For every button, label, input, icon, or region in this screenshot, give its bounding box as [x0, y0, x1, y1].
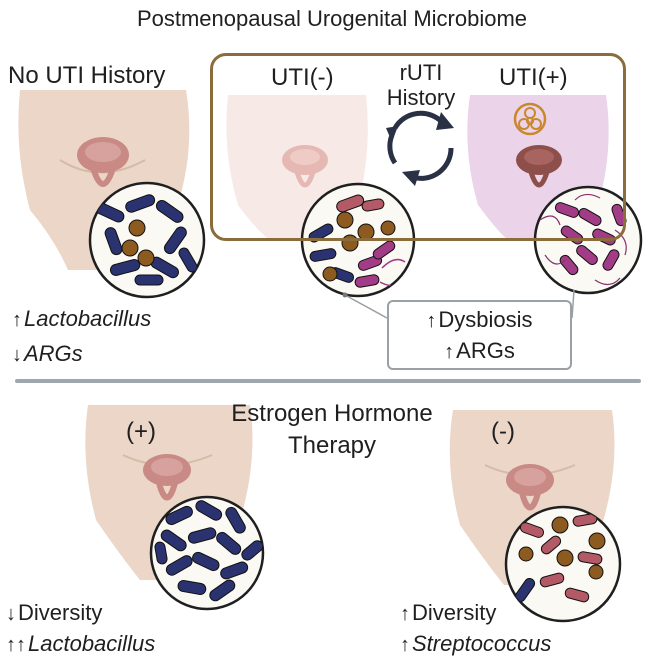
- callout-connector-left: [344, 294, 388, 319]
- label-text: Streptococcus: [412, 631, 552, 656]
- label-text: Lactobacillus: [24, 306, 152, 331]
- arrow-down-icon: ↓: [6, 603, 16, 625]
- label-estrogen-line1: Estrogen Hormone: [231, 400, 433, 427]
- label-text: Lactobacillus: [28, 631, 156, 656]
- arrow-up-icon: ↑: [426, 310, 437, 332]
- section-divider: [15, 379, 641, 383]
- dysbiosis-callout: [387, 300, 572, 370]
- label-args-down: ↓ARGs: [12, 341, 83, 366]
- callout-connector-right: [571, 289, 575, 319]
- arrow-up-icon: ↑: [444, 341, 455, 363]
- label-ruti-line1: rUTI: [399, 60, 443, 85]
- label-no-uti-history: No UTI History: [8, 62, 166, 89]
- callout-args: ↑ARGs: [387, 338, 572, 363]
- label-estrogen-line2: Therapy: [287, 432, 377, 459]
- label-diversity-up: ↑Diversity: [400, 600, 497, 625]
- callout-dysbiosis: ↑Dysbiosis: [387, 307, 572, 332]
- arrow-down-icon: ↓: [12, 344, 22, 366]
- arrow-up-icon: ↑: [12, 309, 22, 331]
- microbe-circle-estrogen-negative: [504, 505, 622, 623]
- label-estrogen-plus: (+): [126, 418, 156, 445]
- page-title: Postmenopausal Urogenital Microbiome: [136, 6, 528, 31]
- label-text: ARGs: [456, 338, 515, 363]
- arrow-up-icon: ↑: [400, 603, 410, 625]
- ruti-history-frame: [210, 53, 626, 241]
- microbe-circle-estrogen-positive: [149, 495, 265, 611]
- label-uti-negative: UTI(-): [271, 64, 334, 91]
- biohazard-icon: [513, 102, 547, 136]
- label-text: Diversity: [18, 600, 103, 625]
- label-text: ARGs: [24, 341, 83, 366]
- microbe-circle-no-uti: [88, 181, 206, 299]
- label-text: Diversity: [412, 600, 497, 625]
- label-diversity-down: ↓Diversity: [6, 600, 103, 625]
- label-lactobacillus-double-up: ↑↑Lactobacillus: [6, 631, 156, 656]
- label-text: Dysbiosis: [438, 307, 533, 332]
- label-uti-positive: UTI(+): [499, 64, 568, 91]
- label-streptococcus-up: ↑Streptococcus: [400, 631, 552, 656]
- double-arrow-up-icon: ↑↑: [6, 634, 26, 656]
- label-estrogen-minus: (-): [491, 418, 515, 445]
- label-lactobacillus-up: ↑Lactobacillus: [12, 306, 152, 331]
- label-ruti-line2: History: [386, 85, 456, 110]
- arrow-up-icon: ↑: [400, 634, 410, 656]
